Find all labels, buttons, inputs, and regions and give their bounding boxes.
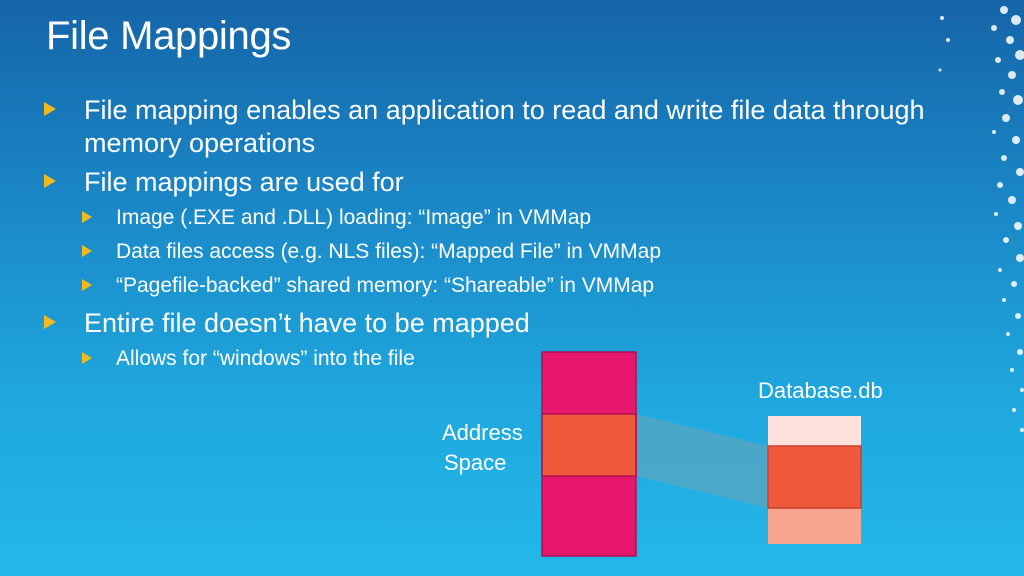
slide-title: File Mappings [46, 14, 292, 58]
bullet-item: File mapping enables an application to r… [42, 94, 942, 160]
sub-bullet-item: “Pagefile-backed” shared memory: “Sharea… [42, 273, 942, 299]
bullet-item: File mappings are used for [42, 166, 942, 199]
bullet-arrow-icon [44, 102, 56, 116]
address-space-label: Address Space [442, 418, 523, 478]
bullet-arrow-icon [44, 174, 56, 188]
bullet-item: Entire file doesn’t have to be mapped [42, 307, 942, 340]
bullet-list: File mapping enables an application to r… [42, 94, 942, 380]
mapping-connector [636, 414, 768, 508]
address-space-label-line2: Space [444, 450, 507, 475]
sub-bullet-item: Data files access (e.g. NLS files): “Map… [42, 239, 942, 265]
address-space-mapped-view [541, 413, 637, 477]
bullet-arrow-icon [82, 279, 92, 291]
bullet-text: File mappings are used for [84, 167, 404, 197]
bullet-text: Entire file doesn’t have to be mapped [84, 308, 530, 338]
sub-bullet-item: Image (.EXE and .DLL) loading: “Image” i… [42, 205, 942, 231]
bullet-arrow-icon [44, 315, 56, 329]
file-name-label: Database.db [758, 378, 883, 403]
file-block-top [768, 416, 861, 446]
address-space-label-line1: Address [442, 420, 523, 445]
address-space-block [541, 351, 637, 557]
sub-bullet-text: Image (.EXE and .DLL) loading: “Image” i… [116, 206, 592, 229]
file-mapped-region [767, 445, 862, 509]
bullet-arrow-icon [82, 352, 92, 364]
sub-bullet-text: Data files access (e.g. NLS files): “Map… [116, 240, 662, 263]
bullet-arrow-icon [82, 211, 92, 223]
bullet-arrow-icon [82, 245, 92, 257]
sub-bullet-text: “Pagefile-backed” shared memory: “Sharea… [116, 274, 655, 297]
sub-bullet-item: Allows for “windows” into the file [42, 346, 942, 372]
file-block-bottom [768, 508, 861, 544]
sub-bullet-text: Allows for “windows” into the file [116, 347, 415, 370]
bullet-text: File mapping enables an application to r… [84, 95, 925, 158]
decorative-dot-pattern [938, 6, 1024, 432]
